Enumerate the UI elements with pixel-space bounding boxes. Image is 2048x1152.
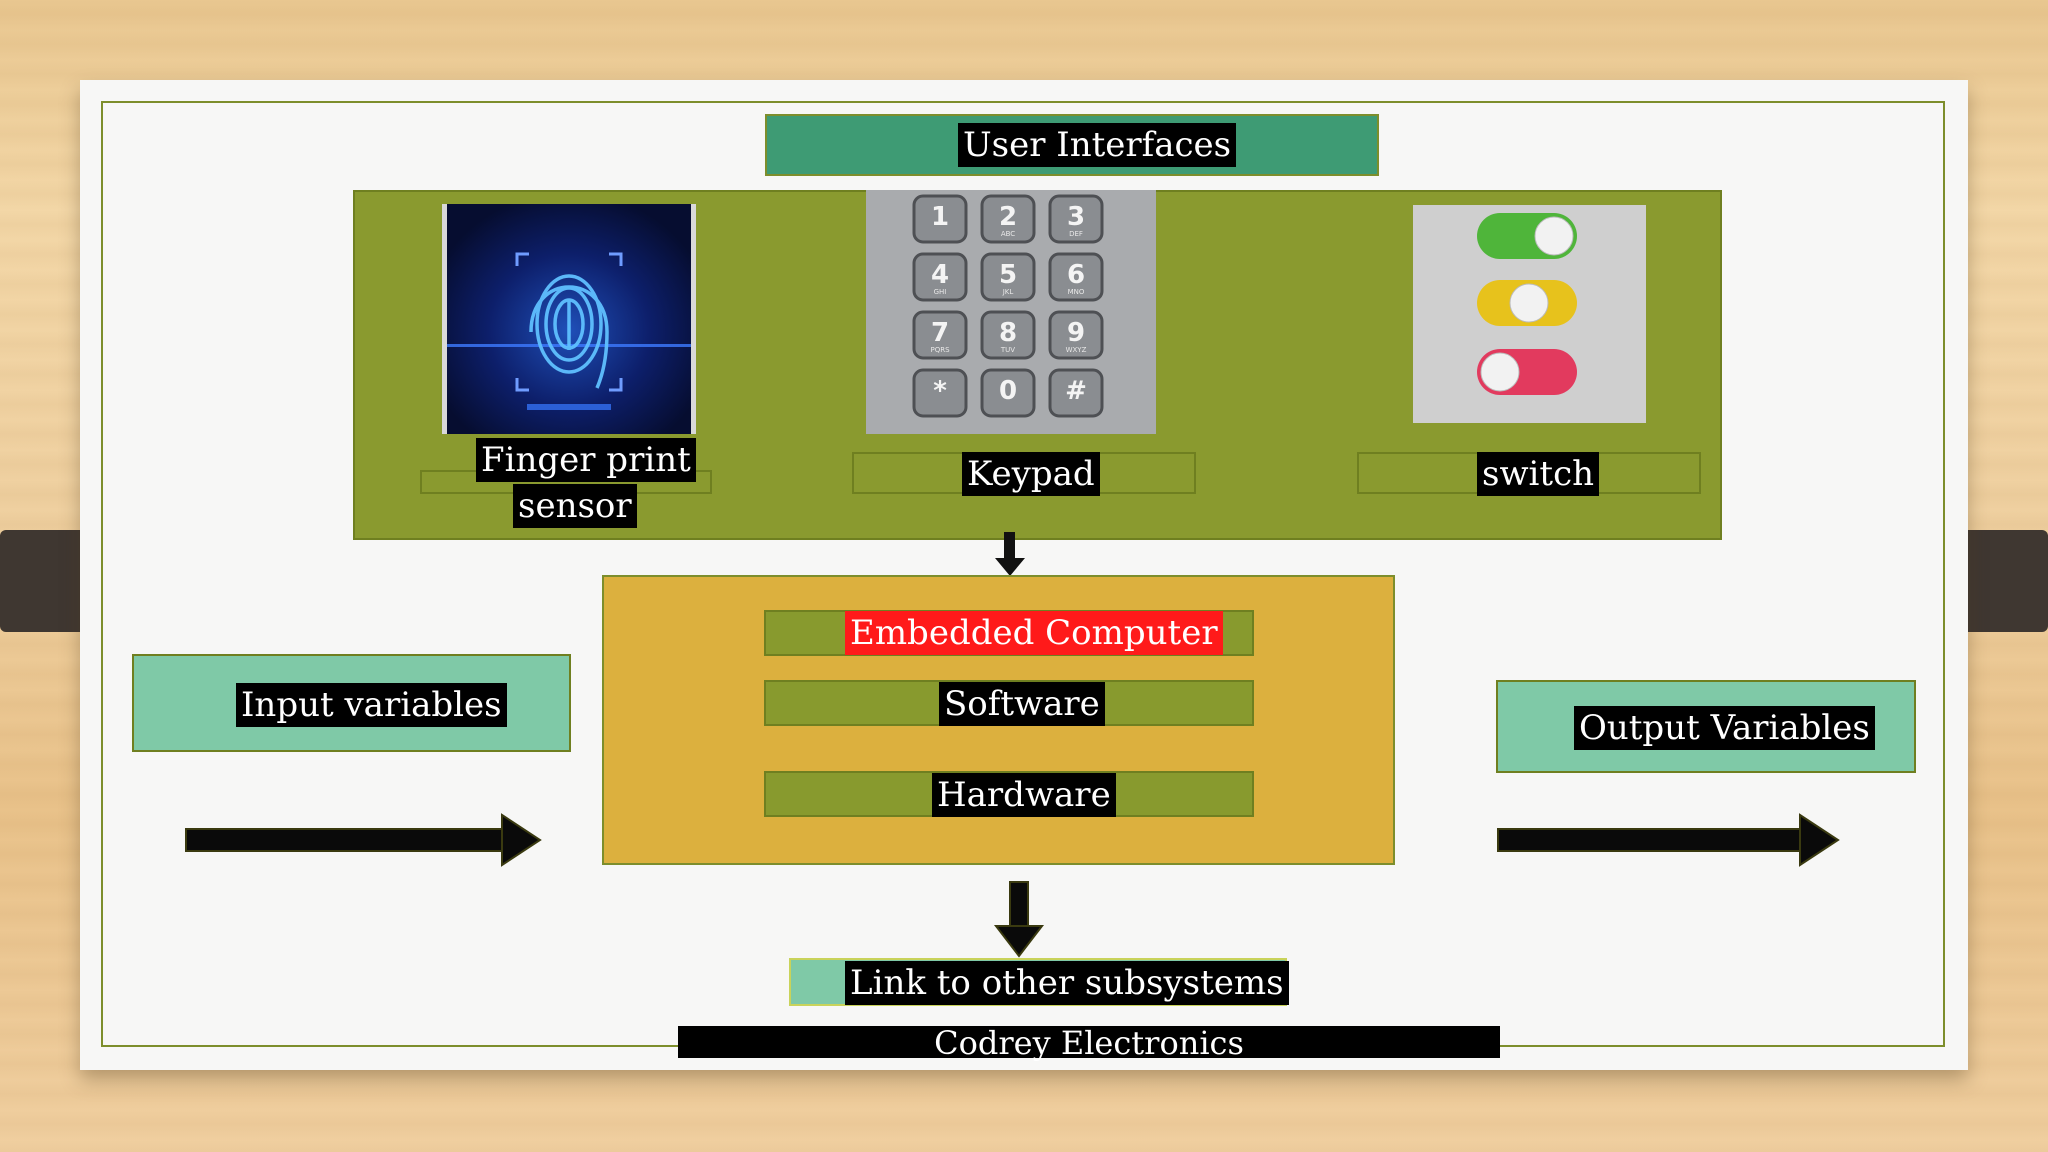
arrow-down-to-embedded [995, 532, 1025, 576]
user-interfaces-title: User Interfaces [958, 123, 1237, 167]
keypad-key-letters: DEF [1069, 230, 1083, 238]
input-arrow [185, 813, 542, 867]
keypad-key-label: 2 [999, 202, 1017, 232]
switch-image [1413, 205, 1646, 423]
keypad-label: Keypad [962, 452, 1100, 496]
arrow-down-to-link [993, 881, 1045, 958]
output-arrow [1497, 813, 1840, 867]
toggle-switches-icon [1477, 213, 1577, 395]
keypad-key-letters: WXYZ [1066, 346, 1087, 354]
keypad-key: 1 [912, 194, 968, 244]
output-variables-label: Output Variables [1574, 706, 1875, 750]
footer-bar [678, 1026, 1500, 1058]
keypad-key-label: 1 [931, 202, 949, 232]
keypad-key-letters: PQRS [930, 346, 950, 354]
keypad-key-letters: GHI [934, 288, 947, 296]
software-label: Software [939, 682, 1105, 726]
keypad-key-letters: ABC [1001, 230, 1015, 238]
keypad-key-label: 4 [931, 260, 949, 290]
keypad-key-label: 7 [931, 318, 949, 348]
input-variables-label: Input variables [236, 683, 507, 727]
keypad-key-label: # [1065, 376, 1087, 406]
keypad-key-label: 8 [999, 318, 1017, 348]
keypad-key: * [912, 368, 968, 418]
fingerprint-label-line2: sensor [513, 484, 637, 528]
keypad-key: 0 [980, 368, 1036, 418]
keypad-key-letters: TUV [1000, 346, 1015, 354]
keypad-key-letters: JKL [1002, 288, 1014, 296]
link-subsystems-label: Link to other subsystems [845, 961, 1289, 1005]
keypad-key: # [1048, 368, 1104, 418]
keypad-key-label: 6 [1067, 260, 1085, 290]
embedded-computer-title: Embedded Computer [845, 611, 1223, 655]
fingerprint-image [442, 204, 696, 434]
keypad-key-label: 5 [999, 260, 1017, 290]
fingerprint-label-line1: Finger print [476, 438, 696, 482]
hardware-label: Hardware [932, 773, 1116, 817]
keypad-key-letters: MNO [1068, 288, 1085, 296]
switch-label: switch [1477, 452, 1600, 496]
keypad-key-label: * [933, 376, 947, 406]
footer-text: Codrey Electronics [934, 1024, 1244, 1062]
keypad-key-label: 3 [1067, 202, 1085, 232]
fingerprint-icon [447, 204, 691, 434]
keypad-key-label: 9 [1067, 318, 1085, 348]
keypad-key-label: 0 [999, 376, 1017, 406]
